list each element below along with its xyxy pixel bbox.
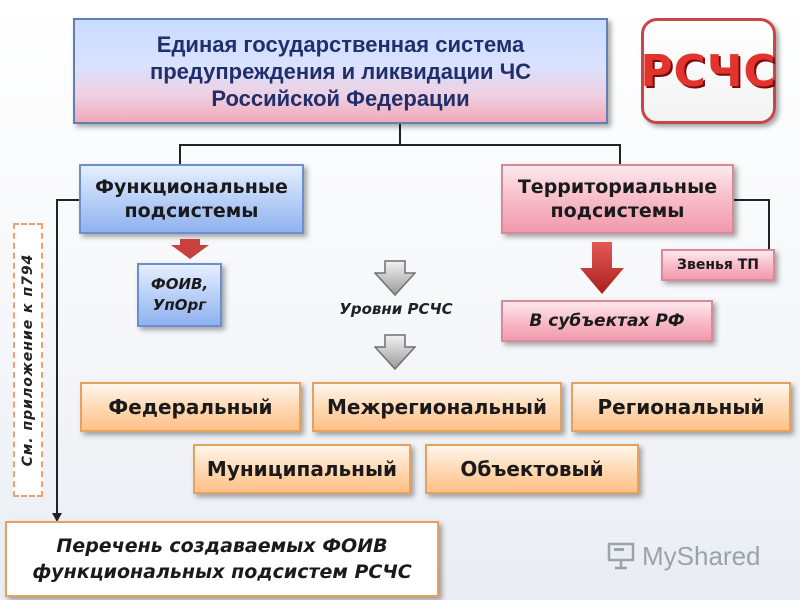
functional-line-2: подсистемы [124,200,259,222]
zvenya-tp-label: Звенья ТП [677,257,759,273]
subjects-arrow-icon [580,242,624,294]
level-interregional-label: Межрегиональный [327,395,547,419]
level-object-label: Объектовый [460,457,604,481]
foiv-line-1: ФОИВ, [150,275,209,293]
level-municipal-label: Муниципальный [206,457,398,481]
level-regional-label: Региональный [597,395,765,419]
branch-horizontal [179,144,621,146]
subjects-label: В субъектах РФ [529,311,685,331]
functional-subsystems-box: Функциональные подсистемы [79,164,304,234]
level-federal-box: Федеральный [80,382,301,432]
foiv-arrow-icon [171,239,209,259]
foiv-box: ФОИВ, УпОрг [137,263,222,327]
watermark-text: MyShared [642,540,761,571]
watermark: MyShared [606,536,766,576]
functional-line-1: Функциональные [95,176,288,198]
territorial-line-1: Территориальные [517,176,718,198]
functional-to-side-h [56,199,79,201]
appendix-note: См. приложение к п794 [13,223,43,497]
presentation-icon [607,542,635,570]
level-interregional-box: Межрегиональный [312,382,562,432]
zvenya-tp-box: Звенья ТП [661,249,775,281]
territorial-to-zvenya-v [768,199,770,249]
level-federal-label: Федеральный [108,395,273,419]
levels-arrow-bottom-icon [374,334,416,370]
territorial-to-zvenya-h [734,199,770,201]
appendix-note-text: См. приложение к п794 [20,253,36,467]
foiv-list-line-2: функциональных подсистем РСЧС [32,561,412,583]
side-connector-arrowhead [52,513,62,522]
levels-label: Уровни РСЧС [339,300,453,318]
foiv-list-line-1: Перечень создаваемых ФОИВ [56,535,388,557]
territorial-line-2: подсистемы [550,200,685,222]
title-line-3: Российской Федерации [211,85,470,111]
territorial-subsystems-box: Территориальные подсистемы [501,164,734,234]
title-stem [399,124,401,145]
rchs-logo-text: РСЧС [640,45,777,97]
level-object-box: Объектовый [425,444,639,494]
level-municipal-box: Муниципальный [193,444,411,494]
subjects-box: В субъектах РФ [501,300,713,342]
branch-right-drop [619,144,621,164]
branch-left-drop [179,144,181,164]
level-regional-box: Региональный [571,382,791,432]
title-line-2: предупреждения и ликвидации ЧС [149,58,532,84]
levels-arrow-top-icon [374,260,416,296]
side-connector-v [56,199,58,515]
title-line-1: Единая государственная система [156,31,525,57]
foiv-list-box: Перечень создаваемых ФОИВ функциональных… [5,521,439,597]
system-title-box: Единая государственная система предупреж… [73,18,608,124]
rchs-logo: РСЧС [640,18,777,124]
foiv-line-2: УпОрг [152,296,207,314]
